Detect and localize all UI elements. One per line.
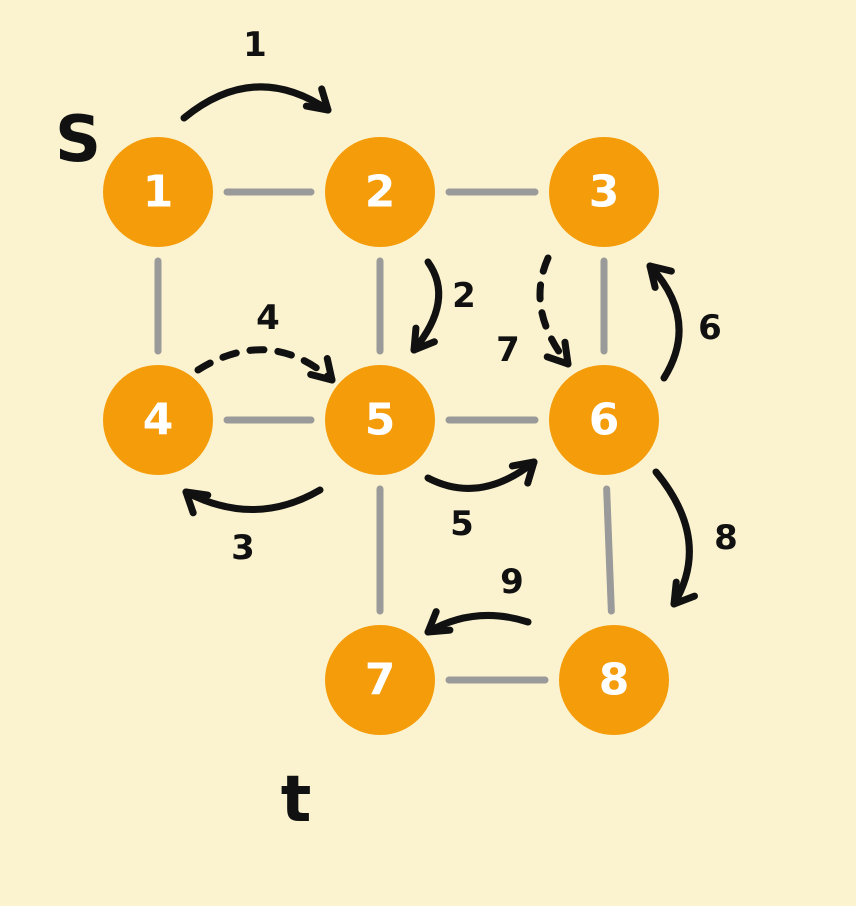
step-arrow-1 <box>180 83 332 122</box>
node-4: 4 <box>103 365 213 475</box>
traversal-arrows <box>180 83 699 636</box>
step-label-5: 5 <box>450 504 474 544</box>
step-label-1: 1 <box>243 25 267 65</box>
node-label: 8 <box>599 655 630 706</box>
source-label: S <box>55 103 101 177</box>
step-labels: 1 2 3 4 5 6 7 8 9 <box>231 25 738 602</box>
node-circle <box>549 137 659 247</box>
arrowhead <box>424 608 454 636</box>
step-label-4: 4 <box>256 298 280 338</box>
node-circle <box>549 365 659 475</box>
arrow-path <box>652 468 693 608</box>
step-label-3: 3 <box>231 528 255 568</box>
node-2: 2 <box>325 137 435 247</box>
arrow-path <box>424 458 538 492</box>
node-circle <box>103 137 213 247</box>
node-6: 6 <box>549 365 659 475</box>
arrow-path <box>424 611 532 636</box>
step-arrow-6 <box>646 262 683 382</box>
step-arrow-3 <box>182 486 324 517</box>
arrow-path <box>180 83 332 122</box>
node-label: 2 <box>365 167 396 218</box>
arrowhead <box>182 488 212 517</box>
node-label: 4 <box>143 395 174 446</box>
step-arrow-5 <box>424 458 538 492</box>
arrowhead <box>302 85 332 114</box>
node-3: 3 <box>549 137 659 247</box>
node-circle <box>559 625 669 735</box>
step-label-9: 9 <box>500 562 524 602</box>
target-label: t <box>281 763 312 837</box>
step-label-6: 6 <box>698 308 722 348</box>
node-circle <box>325 137 435 247</box>
node-5: 5 <box>325 365 435 475</box>
step-label-8: 8 <box>714 518 738 558</box>
nodes: 1 2 3 4 5 6 7 8 <box>103 137 669 735</box>
node-circle <box>103 365 213 475</box>
node-circle <box>325 365 435 475</box>
step-arrow-8 <box>652 468 699 608</box>
arrowhead <box>543 338 572 368</box>
step-label-7: 7 <box>496 330 520 370</box>
step-arrow-9 <box>424 608 532 636</box>
node-label: 1 <box>143 167 174 218</box>
arrow-path <box>182 486 324 513</box>
node-label: 7 <box>365 655 396 706</box>
node-label: 6 <box>589 395 620 446</box>
edges <box>154 188 615 684</box>
arrowhead <box>670 578 699 608</box>
step-label-2: 2 <box>452 276 476 316</box>
step-arrow-7 <box>536 254 572 368</box>
node-8: 8 <box>559 625 669 735</box>
arrowhead <box>508 458 538 487</box>
arrow-path <box>536 254 572 368</box>
node-circle <box>325 625 435 735</box>
arrowhead <box>410 324 438 354</box>
node-label: 5 <box>365 395 396 446</box>
arrowhead <box>646 262 675 291</box>
arrowhead <box>307 355 336 384</box>
step-arrow-4 <box>194 346 336 384</box>
edge-6-8 <box>603 485 615 615</box>
step-arrow-2 <box>410 258 443 354</box>
node-1: 1 <box>103 137 213 247</box>
arrow-path <box>646 262 683 382</box>
node-label: 3 <box>589 167 620 218</box>
arrow-path <box>410 258 443 354</box>
arrow-path <box>194 346 336 384</box>
node-7: 7 <box>325 625 435 735</box>
